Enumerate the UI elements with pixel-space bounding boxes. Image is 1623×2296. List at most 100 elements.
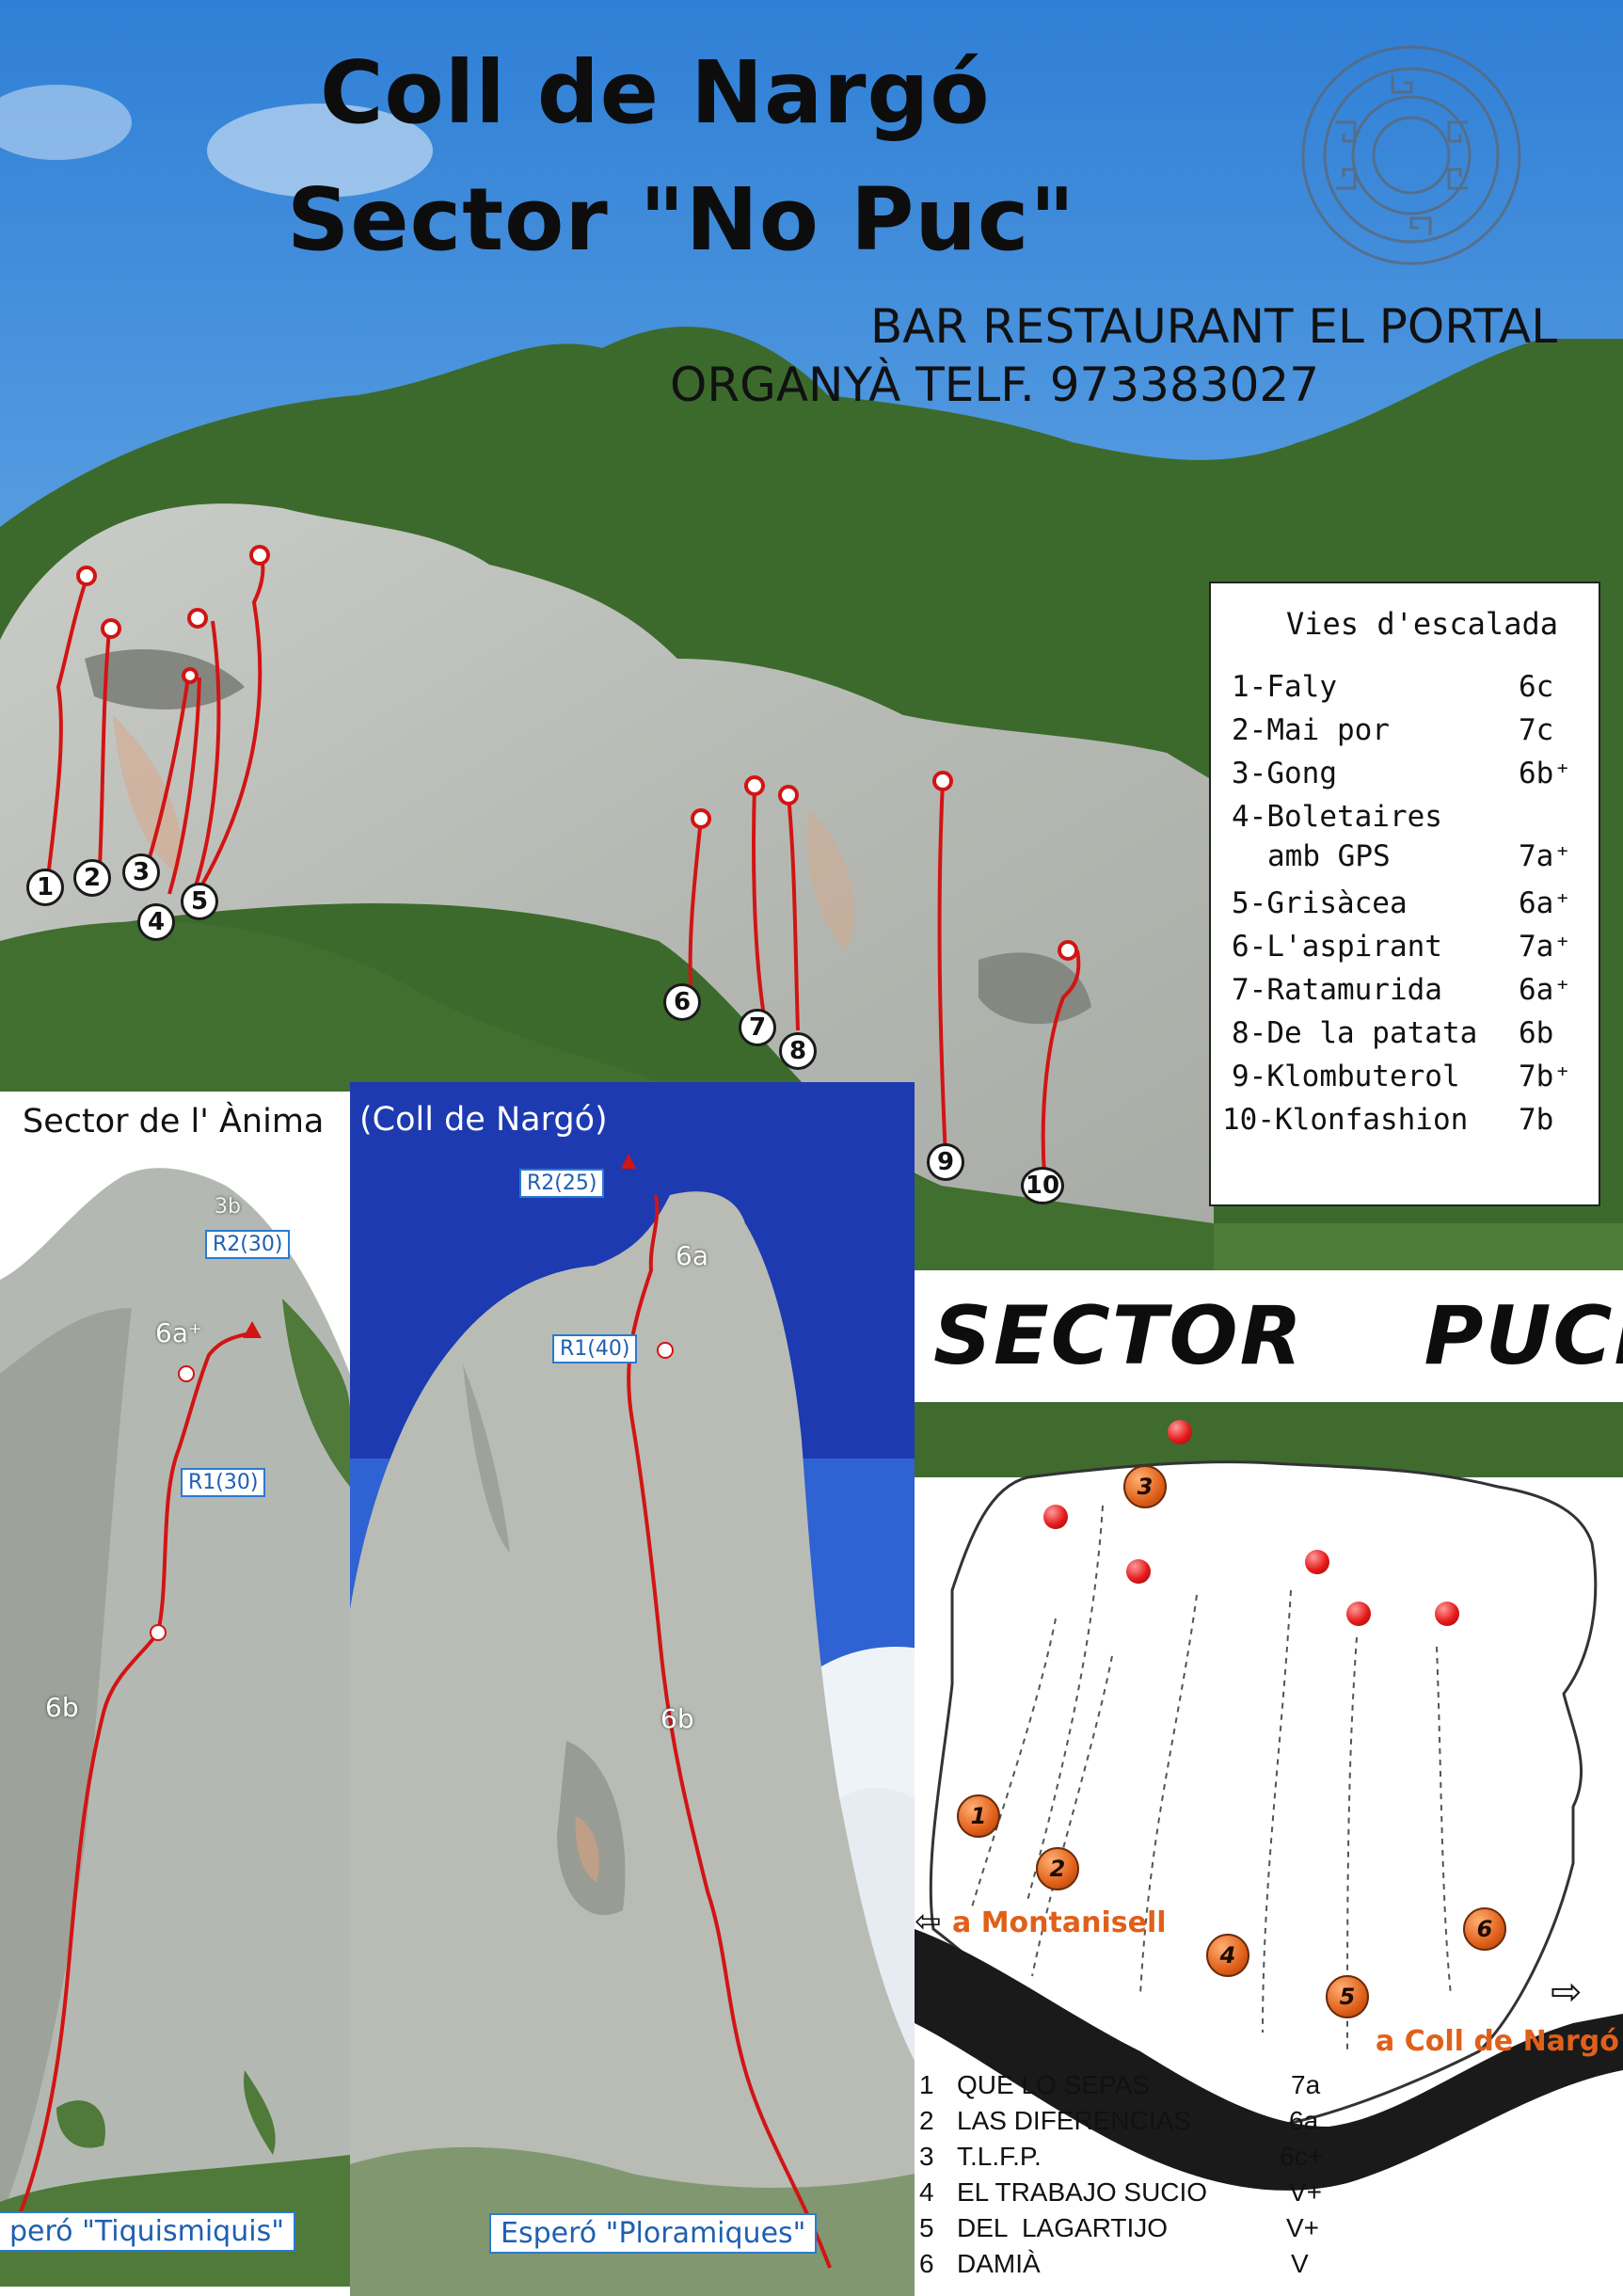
puck-badge-6: 6 (1463, 1907, 1506, 1951)
anima-belay-2: R2(30) (205, 1230, 291, 1259)
route-marker-5: 5 (181, 883, 218, 920)
route-name: amb GPS (1267, 839, 1391, 873)
route-marker-1: 1 (26, 869, 64, 906)
route-name: 7-Ratamurida (1232, 973, 1442, 1007)
route-lines-main (45, 545, 1081, 1177)
puck-anchor (1435, 1602, 1459, 1626)
route-row: 5-Grisàcea 6a⁺ (1232, 886, 1584, 930)
puck-route-name: DAMIÀ (957, 2249, 1041, 2278)
route-row: 6-L'aspirant 7a⁺ (1232, 930, 1584, 973)
direction-coll-de-nargo: a Coll de Nargó (1376, 2025, 1619, 2058)
puck-route-num: 4 (919, 2177, 934, 2207)
puck-route-num: 3 (919, 2142, 934, 2171)
route-name: 5-Grisàcea (1232, 886, 1408, 920)
title-line-1: Coll de Nargó (320, 42, 991, 143)
anima-footer-label: peró "Tiquismiquis" (0, 2211, 296, 2252)
puck-route-row: 2 LAS DIFERENCIAS 6a (919, 2106, 1615, 2142)
anima-rock-photo (0, 1168, 350, 2287)
puck-title: SECTOR PUCK (933, 1289, 1623, 1383)
puck-route-row: 5 DEL LAGARTIJO V+ (919, 2213, 1615, 2249)
puck-route-row: 3 T.L.F.P. 6c+ (919, 2142, 1615, 2177)
puck-route-grade: V+ (1289, 2177, 1323, 2207)
puck-route-name: LAS DIFERENCIAS (957, 2106, 1191, 2135)
ploramiques-header: (Coll de Nargó) (359, 1101, 608, 1139)
anima-belay-1: R1(30) (181, 1468, 266, 1497)
puck-route-name: EL TRABAJO SUCIO (957, 2177, 1208, 2207)
route-row: 4-Boletaires (1232, 800, 1584, 839)
puck-badge-2: 2 (1036, 1847, 1079, 1890)
puck-anchor (1043, 1505, 1068, 1529)
direction-montanisell: a Montanisell (952, 1906, 1167, 1939)
route-marker-2: 2 (73, 859, 111, 897)
puck-route-grade: V+ (1286, 2213, 1320, 2242)
puck-route-grade: V (1291, 2249, 1309, 2278)
puck-route-grade: 7a (1291, 2070, 1321, 2099)
route-marker-4: 4 (137, 903, 175, 941)
main-crag-photo: Coll de Nargó Sector "No Puc" BAR RESTAU… (0, 0, 1623, 1280)
route-grade (1519, 800, 1584, 839)
route-name: 8-De la patata (1232, 1016, 1478, 1050)
puck-route-num: 5 (919, 2213, 934, 2242)
route-name: 2-Mai por (1232, 713, 1390, 747)
route-name: 9-Klombuterol (1232, 1060, 1460, 1093)
route-name: 1-Faly (1232, 670, 1337, 704)
puck-anchor (1168, 1420, 1192, 1444)
route-grade: 7b⁺ (1519, 1060, 1571, 1093)
route-grade: 6a⁺ (1519, 886, 1571, 920)
puck-route-name: QUE LO SEPAS (957, 2070, 1150, 2099)
puck-anchor (1346, 1602, 1371, 1626)
puck-route-name: DEL LAGARTIJO (957, 2213, 1169, 2242)
puck-route-num: 1 (919, 2070, 934, 2099)
route-name: 6-L'aspirant (1232, 930, 1442, 964)
route-row: amb GPS 7a⁺ (1232, 839, 1584, 886)
route-marker-7: 7 (739, 1009, 776, 1046)
puck-route-num: 6 (919, 2249, 934, 2278)
route-grade: 6b⁺ (1519, 757, 1571, 790)
puck-route-row: 4 EL TRABAJO SUCIO V+ (919, 2177, 1615, 2213)
puck-anchor (1126, 1559, 1151, 1584)
route-marker-6: 6 (663, 983, 701, 1021)
route-name: 4-Boletaires (1232, 800, 1442, 834)
route-row: 8-De la patata 6b (1232, 1016, 1584, 1060)
route-name: 10-Klonfashion (1222, 1103, 1469, 1137)
route-grade: 6b (1519, 1016, 1554, 1050)
puck-badge-4: 4 (1206, 1934, 1249, 1977)
anima-grade-mid: 6a⁺ (155, 1317, 202, 1348)
route-marker-9: 9 (927, 1143, 964, 1181)
ploramiques-grade-top: 6a (676, 1240, 708, 1271)
route-marker-10: 10 (1021, 1167, 1064, 1204)
puck-badge-3: 3 (1123, 1465, 1167, 1508)
ploramiques-footer-label: Esperó "Ploramiques" (489, 2213, 818, 2254)
anima-grade-top: 3b (215, 1195, 241, 1219)
anima-grade-low: 6b (45, 1692, 79, 1723)
puck-topo-drawing (915, 1374, 1623, 2191)
ploramiques-grade-low: 6b (660, 1703, 694, 1734)
puck-panel: SECTOR PUCK 3 1 2 4 5 6 ⇦ a Montanisell … (915, 1270, 1623, 2296)
route-marker-3: 3 (122, 853, 160, 891)
puck-route-list: 1 QUE LO SEPAS 7a 2 LAS DIFERENCIAS 6a 3 T.L.… (919, 2070, 1615, 2285)
puck-route-grade: 6a (1289, 2106, 1319, 2135)
meander-logo (1301, 45, 1521, 265)
title-line-2: Sector "No Puc" (287, 169, 1076, 270)
route-grade: 7a⁺ (1519, 839, 1571, 873)
ploramiques-belay-1: R1(40) (552, 1334, 638, 1363)
puck-route-num: 2 (919, 2106, 934, 2135)
puck-route-grade: 6c+ (1280, 2142, 1323, 2171)
routes-legend-heading: Vies d'escalada (1286, 606, 1558, 642)
puck-badge-5: 5 (1326, 1975, 1369, 2018)
route-marker-8: 8 (779, 1032, 817, 1070)
route-grade: 7a⁺ (1519, 930, 1571, 964)
anima-header: Sector de l' Ànima (23, 1103, 325, 1140)
sponsor-line-2: ORGANYÀ TELF. 973383027 (670, 358, 1320, 412)
left-arrow-icon: ⇦ (915, 1903, 942, 1940)
puck-route-name: T.L.F.P. (957, 2142, 1042, 2171)
ploramiques-belay-2: R2(25) (519, 1169, 605, 1198)
puck-route-row: 6 DAMIÀ V (919, 2249, 1615, 2285)
